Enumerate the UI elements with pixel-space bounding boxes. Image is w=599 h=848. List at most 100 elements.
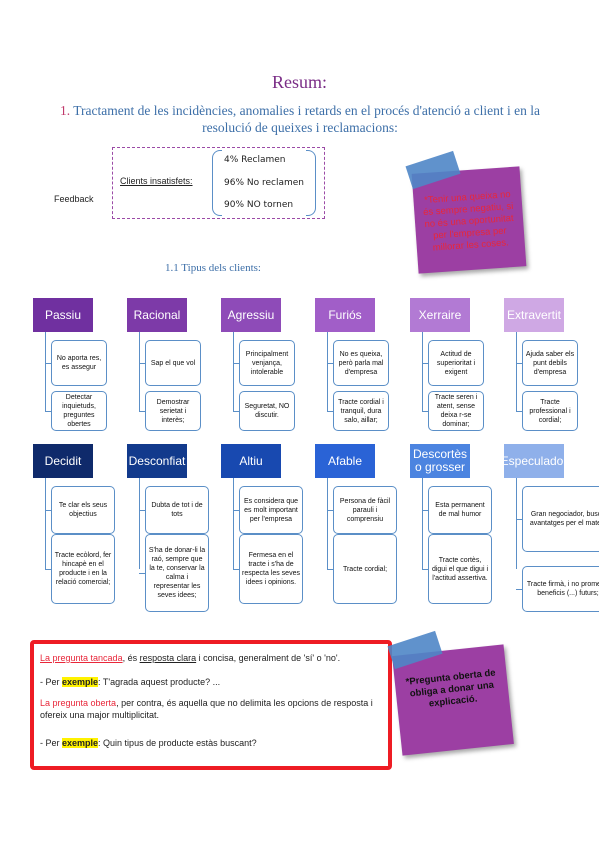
- connector: [422, 478, 423, 569]
- client-type-afable: Afable: [315, 444, 375, 478]
- connector: [327, 478, 328, 569]
- client-trait: Tracte ecòlord, fer hincapè en el produc…: [51, 534, 115, 604]
- client-trait: Tracte cortès, digui el que digui i l'ac…: [428, 534, 492, 604]
- client-trait: Tracte professional i cordial;: [522, 391, 578, 431]
- open-example-prefix: - Per: [40, 738, 63, 748]
- connector: [139, 332, 140, 411]
- feedback-label: Feedback: [54, 194, 94, 204]
- client-trait: Dubta de tot i de tots: [145, 486, 209, 534]
- closed-example-prefix: - Per: [40, 677, 63, 687]
- connector-tick: [45, 411, 53, 412]
- client-type-descort-s-o-grosser: Descortès o grosser: [410, 444, 470, 478]
- client-trait: No aporta res, es assegur: [51, 340, 107, 386]
- client-trait: Seguretat, NO discutir.: [239, 391, 295, 431]
- client-type-furi-s: Furiós: [315, 298, 375, 332]
- connector: [45, 478, 46, 569]
- connector-tick: [233, 411, 241, 412]
- subtitle-number: 1.: [59, 103, 71, 118]
- client-type-desconfiat: Desconfiat: [127, 444, 187, 478]
- closed-question-line: La pregunta tancada, és resposta clara i…: [40, 652, 385, 664]
- brace-right: [306, 150, 316, 216]
- client-trait: Tracte seren i atent, sense deixa r-se d…: [428, 391, 484, 431]
- open-example-text: : Quin tipus de producte estàs buscant?: [98, 738, 257, 748]
- clear-answer-term: resposta clara: [139, 653, 197, 663]
- stat-no-tornen: 90% NO tornen: [224, 200, 294, 210]
- closed-example-text: : T'agrada aquest producte? ...: [98, 677, 221, 687]
- connector: [233, 478, 234, 569]
- connector-tick: [422, 363, 430, 364]
- connector: [516, 332, 517, 411]
- connector-tick: [516, 363, 524, 364]
- connector-tick: [516, 411, 524, 412]
- client-trait: Persona de fàcil parauli i comprensiu: [333, 486, 397, 534]
- client-trait: Principalment venjança, intolerable: [239, 340, 295, 386]
- section-title: 1.1 Tipus dels clients:: [165, 262, 261, 274]
- connector-tick: [516, 589, 524, 590]
- open-question-term: La pregunta oberta: [40, 698, 117, 708]
- connector-tick: [45, 363, 53, 364]
- open-question-line: La pregunta oberta, per contra, és aquel…: [40, 697, 385, 721]
- connector-tick: [233, 510, 241, 511]
- connector-tick: [327, 363, 335, 364]
- closed-example-line: - Per exemple: T'agrada aquest producte?…: [40, 676, 385, 688]
- client-trait: Demostrar serietat i interès;: [145, 391, 201, 431]
- client-trait: S'ha de donar-li la raó, sempre que la t…: [145, 534, 209, 612]
- feedback-box: [112, 147, 325, 219]
- client-trait: Sap el que vol: [145, 340, 201, 386]
- client-trait: Tracte cordial i tranquil, dura salo, ai…: [333, 391, 389, 431]
- client-trait: Esta permanent de mal humor: [428, 486, 492, 534]
- connector-tick: [327, 569, 335, 570]
- stat-no-reclamen: 96% No reclamen: [224, 178, 304, 188]
- subtitle: 1. Tractament de les incidències, anomal…: [40, 102, 560, 136]
- open-example-line: - Per exemple: Quin tipus de producte es…: [40, 737, 385, 749]
- client-trait: Ajuda saber els punt debils d'empresa: [522, 340, 578, 386]
- brace-left: [212, 150, 222, 216]
- connector-tick: [233, 569, 241, 570]
- client-type-decidit: Decidit: [33, 444, 93, 478]
- connector-tick: [45, 510, 53, 511]
- closed-question-rest: i concisa, generalment de 'sí' o 'no'.: [196, 653, 341, 663]
- connector-tick: [139, 510, 147, 511]
- client-type-extravertit: Extravertit: [504, 298, 564, 332]
- connector-tick: [516, 519, 524, 520]
- client-type-agressiu: Agressiu: [221, 298, 281, 332]
- client-trait: Fermesa en el tracte i s'ha de respecta …: [239, 534, 303, 604]
- client-trait: Gran negociador, busca avantatges per el…: [522, 486, 599, 552]
- connector-tick: [45, 569, 53, 570]
- connector: [422, 332, 423, 411]
- page-title: Resum:: [271, 72, 327, 92]
- client-trait: Tracte cordial;: [333, 534, 397, 604]
- client-trait: No es queixa, però parla mal d'empresa: [333, 340, 389, 386]
- connector-tick: [327, 510, 335, 511]
- stat-reclamen: 4% Reclamen: [224, 155, 286, 165]
- closed-example-tag: exemple: [62, 677, 99, 687]
- client-trait: Te clar els seus objectius: [51, 486, 115, 534]
- open-example-tag: exemple: [62, 738, 99, 748]
- client-type-racional: Racional: [127, 298, 187, 332]
- client-type-passiu: Passiu: [33, 298, 93, 332]
- connector-tick: [139, 573, 147, 574]
- clients-label: Clients insatisfets:: [120, 176, 193, 186]
- client-trait: Tracte firmà, i no prometre beneficis (.…: [522, 566, 599, 612]
- closed-question-sep: , és: [122, 653, 140, 663]
- connector: [516, 478, 517, 569]
- connector: [45, 332, 46, 411]
- closed-question-term: La pregunta tancada: [40, 653, 123, 663]
- connector: [139, 478, 140, 569]
- client-trait: Actitud de superioritat i exigent: [428, 340, 484, 386]
- open-question-rest: , per contra, és aquella que no delimita…: [40, 698, 373, 720]
- connector-tick: [422, 510, 430, 511]
- connector-tick: [327, 411, 335, 412]
- client-type-altiu: Altiu: [221, 444, 281, 478]
- subtitle-text: Tractament de les incidències, anomalies…: [73, 103, 541, 135]
- connector-tick: [139, 411, 147, 412]
- client-type-xerraire: Xerraire: [410, 298, 470, 332]
- connector: [327, 332, 328, 411]
- client-type-especulador: Especulador: [501, 444, 567, 478]
- client-trait: Detectar inquietuds, preguntes obertes: [51, 391, 107, 431]
- connector-tick: [233, 363, 241, 364]
- questions-box: [30, 640, 392, 770]
- connector-tick: [139, 363, 147, 364]
- client-trait: Es considera que es molt important per l…: [239, 486, 303, 534]
- connector-tick: [422, 569, 430, 570]
